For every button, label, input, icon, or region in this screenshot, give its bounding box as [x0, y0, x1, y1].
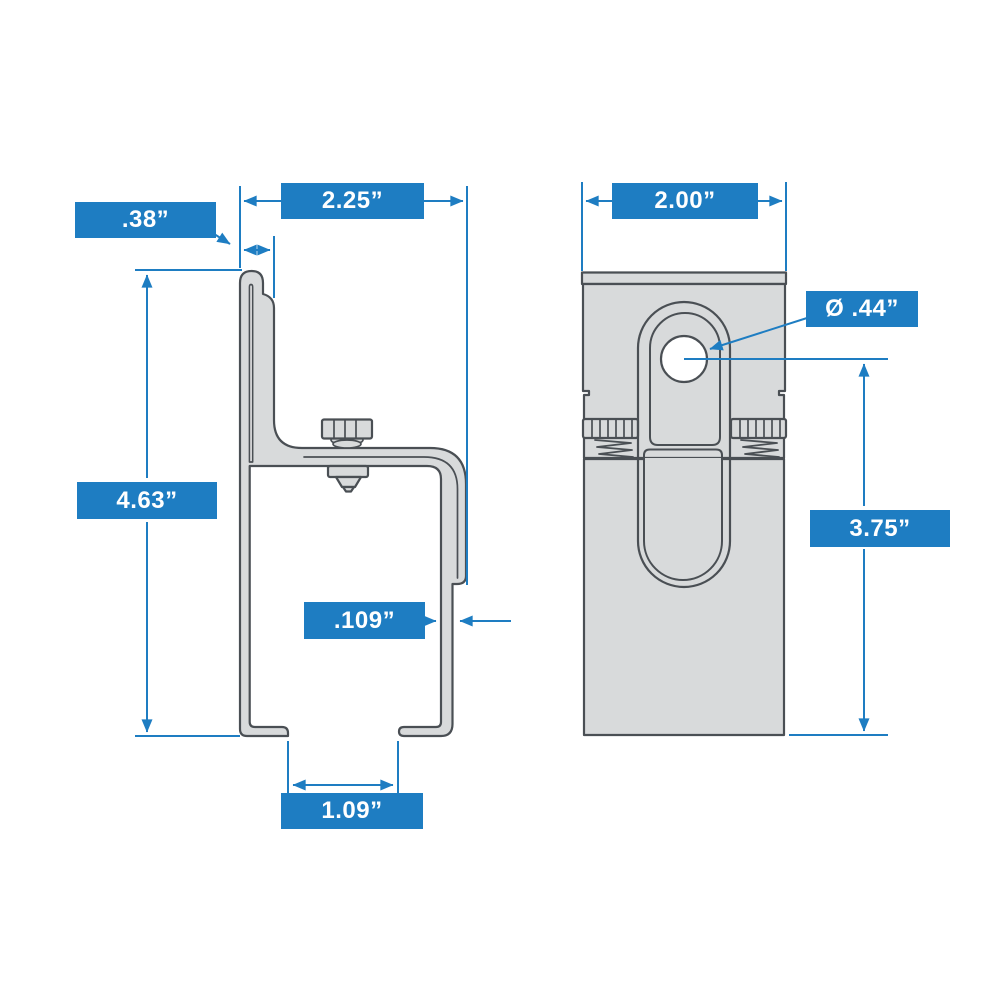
dimension-lines: [135, 182, 888, 796]
thumbscrew-washer-lower: [332, 439, 362, 449]
thumbscrew-knurl-right: [739, 419, 781, 438]
top-rail-strip: [580, 271, 788, 286]
slot-tongue: [643, 448, 723, 581]
thumbscrew-threads-left: [594, 439, 634, 460]
clamp-pad: [326, 464, 370, 479]
clamp-pad-tip: [341, 485, 356, 493]
side-view-drawing: [238, 269, 468, 738]
dim-hole-leader: [709, 317, 808, 351]
tab-slot-outer: [636, 300, 732, 589]
thumbscrew-head-side: [320, 418, 374, 440]
shelf-inner-sheet-line: [303, 456, 459, 579]
dim-label-height: 4.63”: [77, 482, 217, 519]
dim-label-thickness: .109”: [304, 602, 425, 639]
dim-label-width: 2.00”: [612, 183, 758, 219]
hem-fold-slot: [248, 283, 254, 463]
thumbscrew-knurl-lines: [333, 419, 357, 439]
bracket-side-profile: [238, 269, 468, 738]
lower-block: [584, 458, 784, 735]
thumbscrew-threads-right: [740, 439, 780, 460]
dim-label-channel-opening: 1.09”: [281, 793, 423, 829]
dim-label-hole-to-bottom: 3.75”: [810, 510, 950, 547]
thumbscrew-knurl-left: [591, 419, 633, 438]
dim-label-depth: 2.25”: [281, 183, 424, 219]
clamp-pad-cone: [334, 475, 363, 489]
dim-label-hole-diameter: Ø .44”: [806, 291, 918, 327]
dim-label-flange-offset: .38”: [75, 202, 216, 238]
front-view-drawing: [580, 271, 788, 737]
